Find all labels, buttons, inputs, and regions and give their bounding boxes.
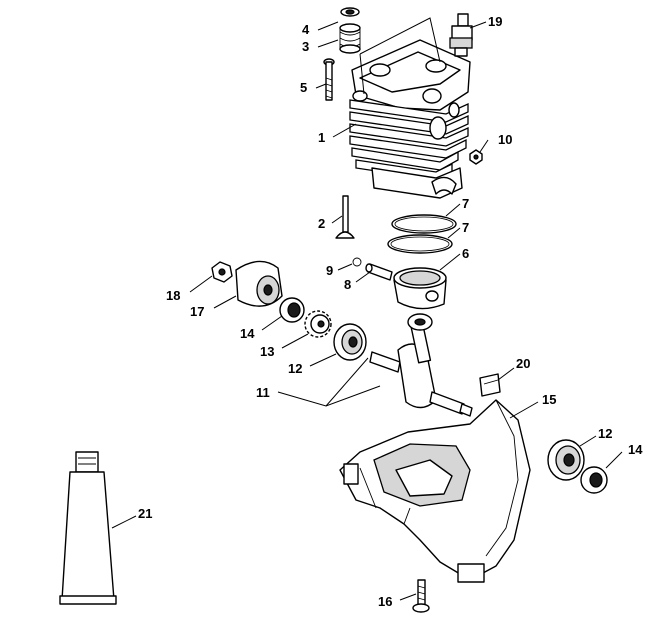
- cylinder: [349, 39, 471, 199]
- crankcase-15: [339, 399, 531, 583]
- callout-5: 5: [300, 80, 307, 95]
- callout-7-upper: 7: [462, 196, 469, 211]
- leader-lines: [111, 17, 623, 601]
- circlip-9: [352, 257, 362, 267]
- callout-14-right: 14: [628, 442, 643, 457]
- piston-ring-lower: [387, 234, 453, 254]
- callout-19: 19: [488, 14, 502, 29]
- ball-bearing-12-left: [333, 323, 367, 361]
- callout-3: 3: [302, 39, 309, 54]
- valve-spring-3: [339, 23, 361, 54]
- seal-14-left: [279, 297, 305, 323]
- callout-10: 10: [498, 132, 512, 147]
- part-20: [479, 373, 501, 397]
- callout-16: 16: [378, 594, 392, 609]
- valve-2: [335, 195, 355, 239]
- callout-12-right: 12: [598, 426, 612, 441]
- callout-12-left: 12: [288, 361, 302, 376]
- callout-7-lower: 7: [462, 220, 469, 235]
- callout-21: 21: [138, 506, 152, 521]
- valve-retainer-4: [340, 7, 360, 17]
- seal-14-right: [580, 466, 608, 494]
- piston-6: [393, 267, 447, 310]
- callout-15: 15: [542, 392, 556, 407]
- callout-4: 4: [302, 22, 310, 37]
- callout-8: 8: [344, 277, 351, 292]
- callout-1: 1: [318, 130, 325, 145]
- nut-10: [469, 149, 483, 165]
- gear-13: [304, 310, 332, 338]
- screw-16: [412, 579, 430, 613]
- callout-11: 11: [256, 385, 270, 400]
- callout-2: 2: [318, 216, 325, 231]
- callout-9: 9: [326, 263, 333, 278]
- crankshaft-11: [369, 313, 473, 417]
- piston-ring-upper: [391, 214, 457, 234]
- callout-labels: 4 3 5 1 2 19 10 7 7 6 9 8 18 17 14 13 12…: [138, 14, 643, 609]
- pole-wheel-17: [235, 260, 283, 307]
- callout-17: 17: [190, 304, 204, 319]
- piston-pin-8: [365, 263, 393, 281]
- callout-20: 20: [516, 356, 530, 371]
- cylinder-screw-5: [323, 58, 335, 101]
- ball-bearing-12-right: [547, 439, 585, 481]
- callout-6: 6: [462, 246, 469, 261]
- nut-18: [211, 261, 233, 283]
- spark-plug-19: [449, 13, 473, 57]
- grease-tube-21: [59, 451, 117, 605]
- callout-18: 18: [166, 288, 180, 303]
- callout-14-left: 14: [240, 326, 255, 341]
- callout-13: 13: [260, 344, 274, 359]
